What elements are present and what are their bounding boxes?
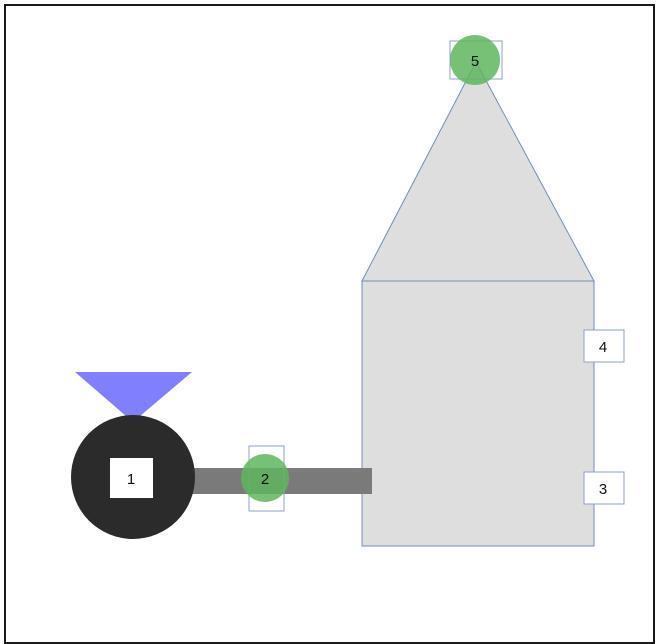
tank-body[interactable] <box>361 280 595 547</box>
marker-2-node <box>241 454 289 502</box>
marker-4-box <box>583 329 625 363</box>
marker-3[interactable]: 3 <box>583 471 625 505</box>
marker-2-label: 2 <box>261 471 269 488</box>
marker-3-label: 3 <box>599 481 607 498</box>
marker-5[interactable]: 5 <box>449 35 503 85</box>
tank-roof[interactable] <box>361 60 595 282</box>
marker-5-label: 5 <box>471 53 479 70</box>
marker-1[interactable]: 1 <box>110 458 153 498</box>
pump-hopper[interactable] <box>75 372 192 422</box>
marker-1-label: 1 <box>127 471 135 488</box>
marker-1-box <box>110 458 153 498</box>
marker-5-node <box>450 35 500 85</box>
marker-4-label: 4 <box>599 339 607 356</box>
marker-4[interactable]: 4 <box>583 329 625 363</box>
process-diagram: 1 2 3 4 5 <box>71 35 625 547</box>
marker-2[interactable]: 2 <box>241 445 289 512</box>
marker-3-box <box>583 471 625 505</box>
